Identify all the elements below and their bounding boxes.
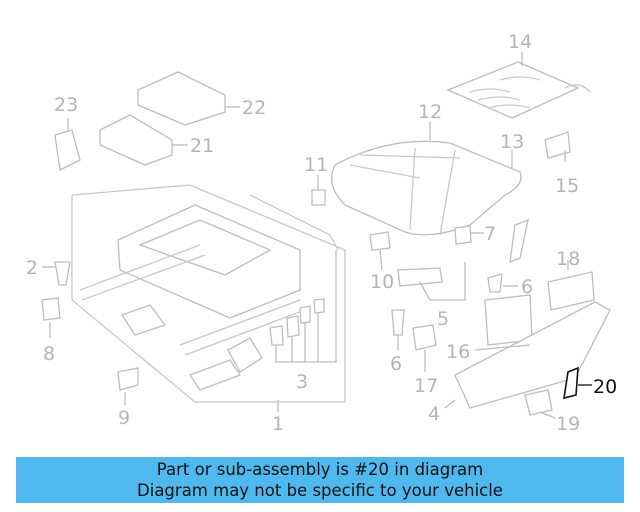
banner-line-2: Diagram may not be specific to your vehi… bbox=[137, 481, 503, 500]
callout-23: 23 bbox=[54, 94, 78, 116]
leader-lines bbox=[42, 52, 592, 419]
callout-22: 22 bbox=[242, 97, 266, 119]
module-group bbox=[99, 71, 226, 166]
callout-6b: 6 bbox=[390, 353, 402, 375]
callout-13: 13 bbox=[500, 131, 524, 153]
callout-12: 12 bbox=[418, 101, 442, 123]
seat-frame-group bbox=[71, 184, 346, 403]
callout-19: 19 bbox=[556, 413, 580, 435]
callout-4: 4 bbox=[428, 403, 440, 425]
callout-16: 16 bbox=[446, 341, 470, 363]
callout-10: 10 bbox=[370, 271, 394, 293]
heater-pad-group bbox=[446, 61, 591, 119]
callout-5: 5 bbox=[437, 308, 449, 330]
small-parts-group bbox=[41, 129, 611, 416]
callout-18: 18 bbox=[556, 248, 580, 270]
callout-7: 7 bbox=[484, 223, 496, 245]
callout-3: 3 bbox=[296, 371, 308, 393]
callout-8: 8 bbox=[43, 343, 55, 365]
callout-20: 20 bbox=[593, 376, 617, 398]
part-20-highlight bbox=[563, 366, 579, 400]
banner-line-1: Part or sub-assembly is #20 in diagram bbox=[156, 460, 484, 479]
callout-2: 2 bbox=[26, 257, 38, 279]
callout-6a: 6 bbox=[521, 276, 533, 298]
callout-15: 15 bbox=[555, 175, 579, 197]
parts-diagram: 1 2 3 4 5 6 6 7 8 9 10 11 12 13 14 15 16… bbox=[26, 31, 617, 435]
callout-21: 21 bbox=[190, 135, 214, 157]
callout-14: 14 bbox=[508, 31, 532, 53]
seat-cushion-group bbox=[331, 140, 522, 236]
callout-11: 11 bbox=[304, 154, 328, 176]
callout-17: 17 bbox=[414, 375, 438, 397]
callouts: 1 2 3 4 5 6 6 7 8 9 10 11 12 13 14 15 16… bbox=[26, 31, 617, 435]
info-banner: Part or sub-assembly is #20 in diagram D… bbox=[16, 457, 624, 503]
callout-1: 1 bbox=[272, 413, 284, 435]
callout-9: 9 bbox=[118, 407, 130, 429]
